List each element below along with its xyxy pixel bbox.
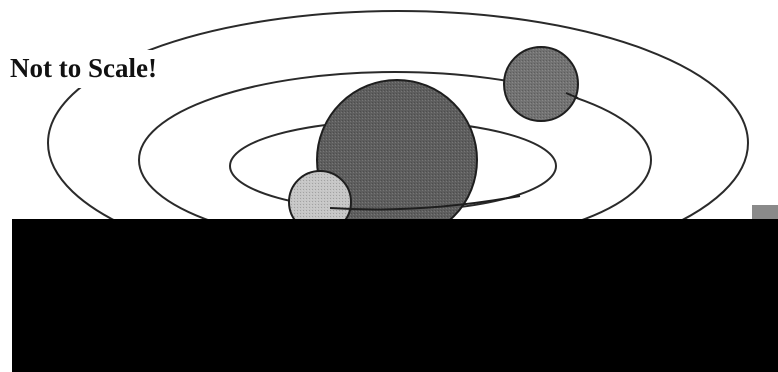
not-to-scale-note: Not to Scale! <box>8 50 163 88</box>
redaction-block <box>12 219 778 372</box>
inner-planet-orbit-tick <box>330 208 352 209</box>
outer-planet-texture <box>505 48 577 120</box>
